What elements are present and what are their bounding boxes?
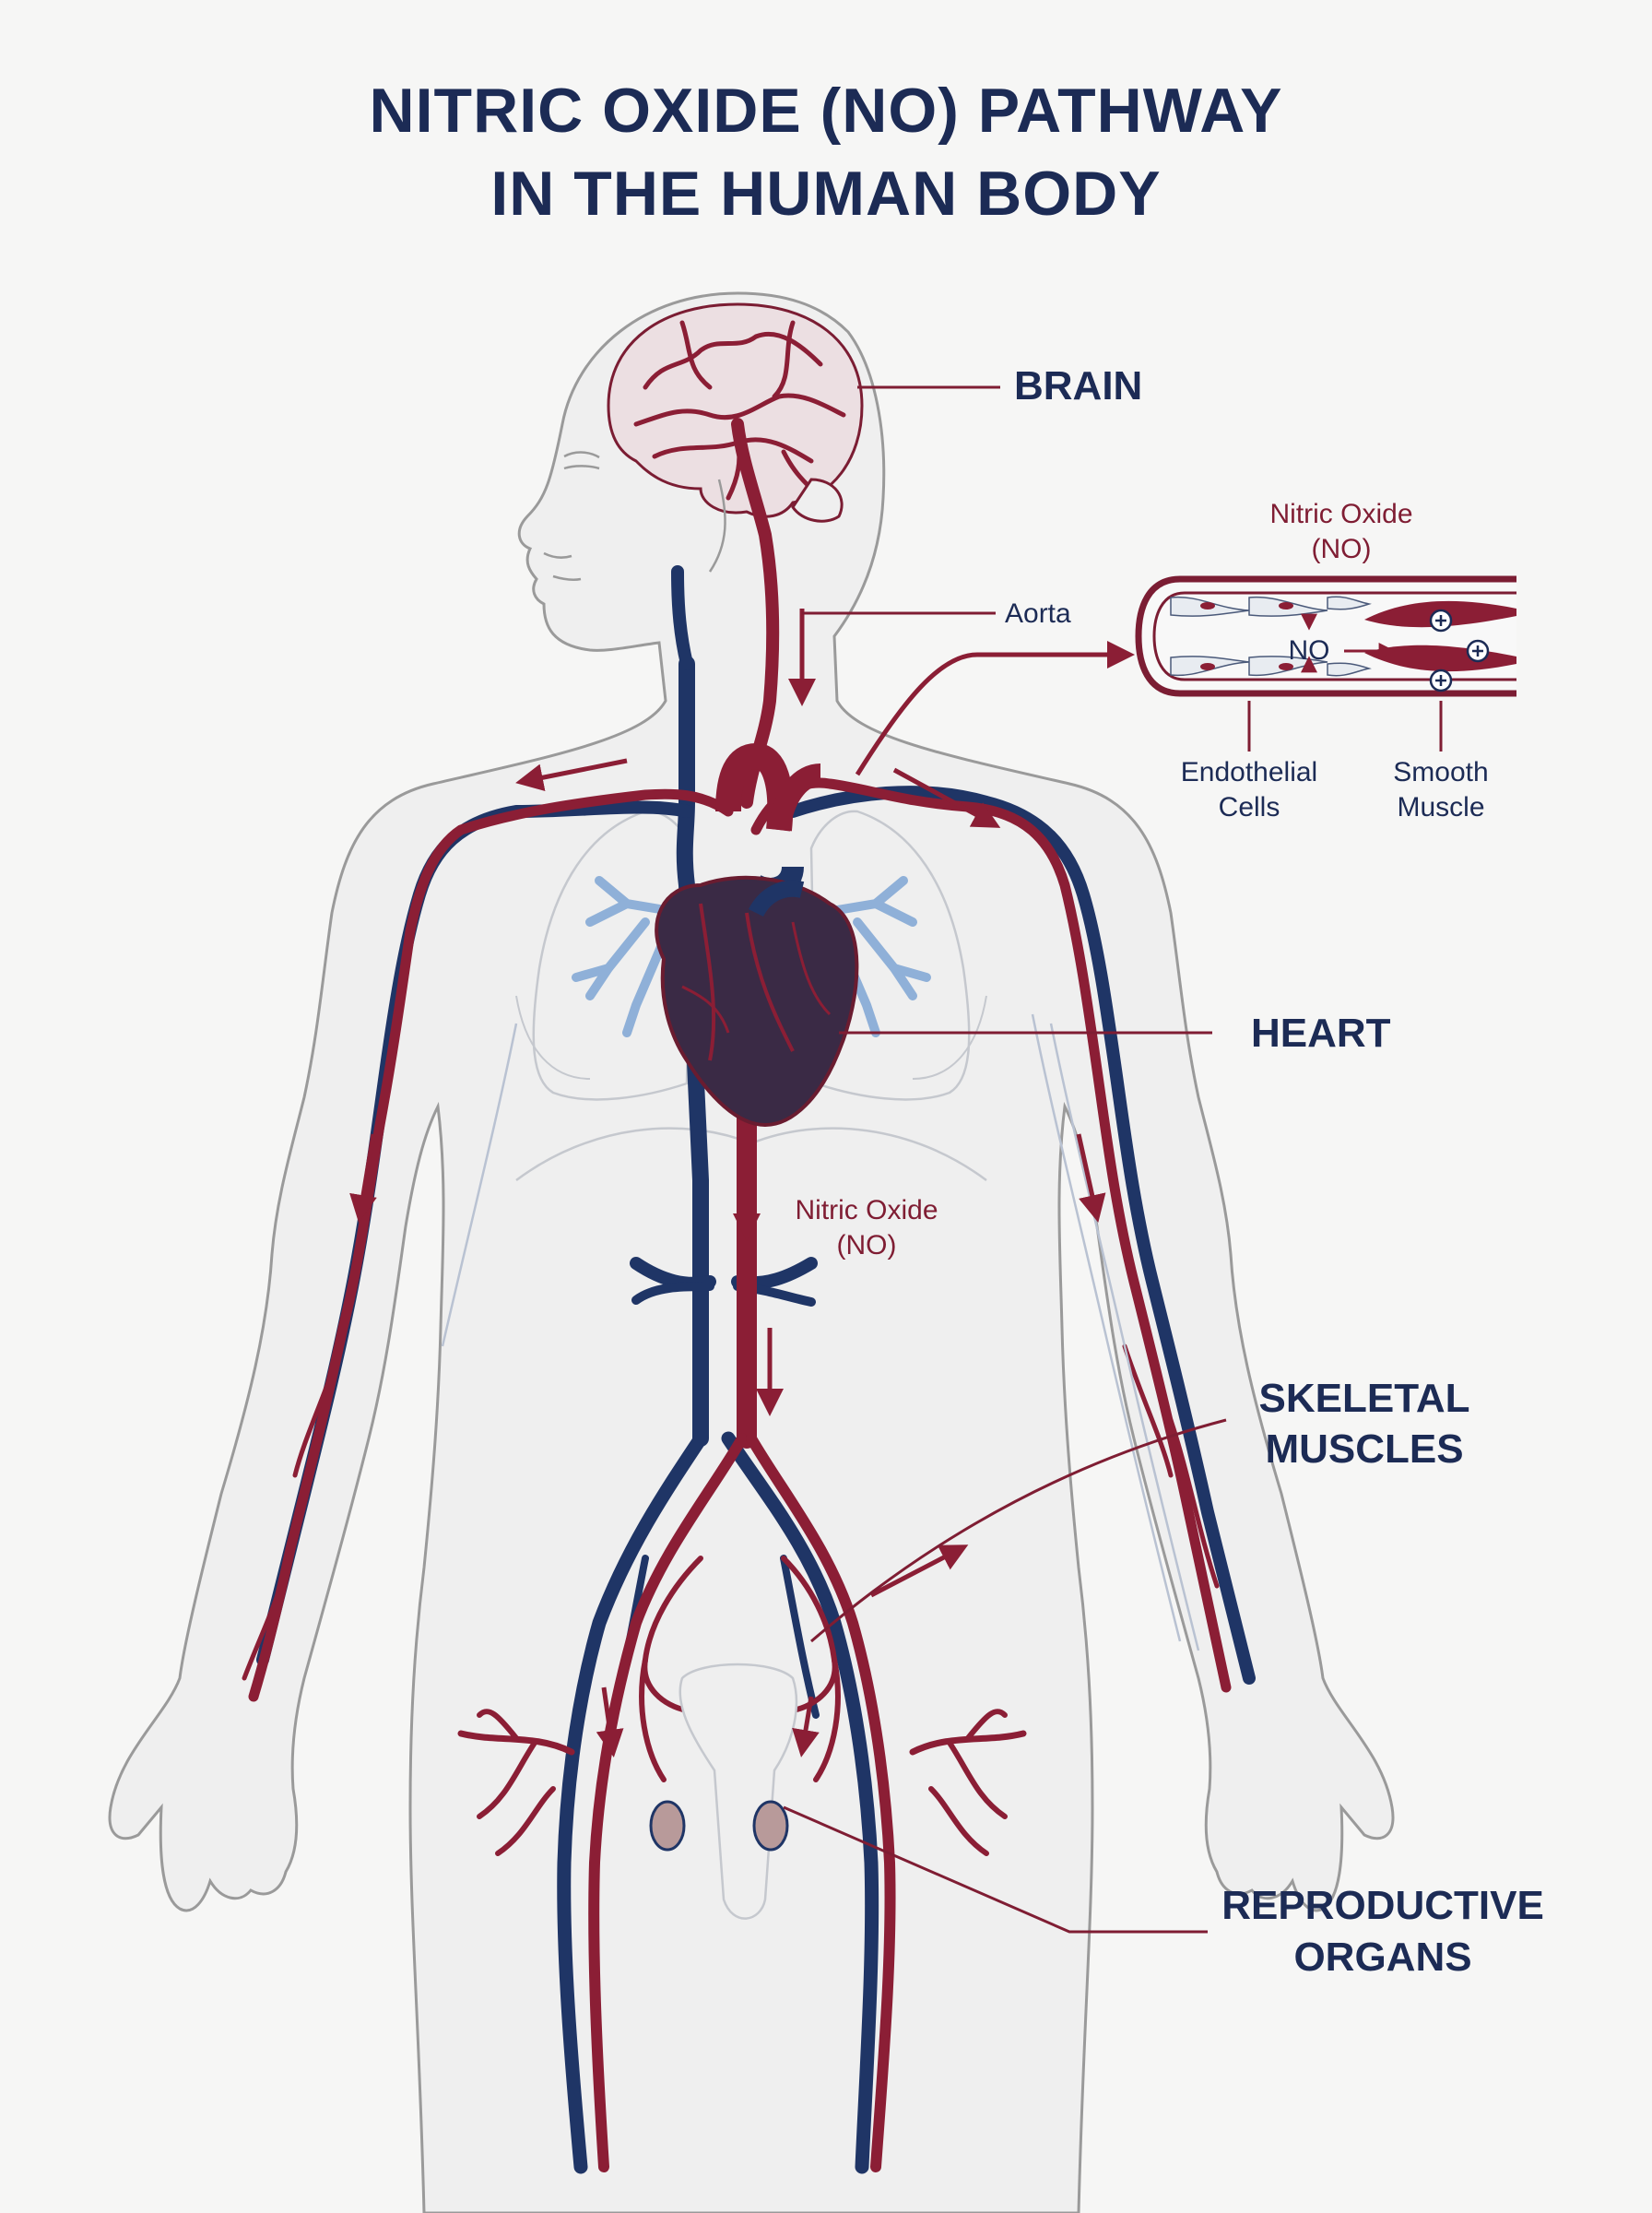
label-no-torso-line2: (NO) (836, 1230, 897, 1260)
leader-lines (783, 385, 1443, 1934)
arrow-left-leg (596, 1686, 624, 1757)
chest-contour-left (515, 995, 591, 1080)
arrow-right-arm (1076, 1133, 1106, 1223)
label-aorta: Aorta (1005, 598, 1071, 629)
inset-smooth-line1: Smooth (1393, 757, 1489, 787)
right-testis (752, 1800, 789, 1852)
label-skeletal-line2: MUSCLES (1265, 1426, 1464, 1472)
brain (607, 302, 864, 523)
endothelial-cells-top (1170, 596, 1372, 617)
inset-endothelial-line2: Cells (1218, 792, 1280, 822)
left-lung (809, 810, 971, 1101)
heart (655, 742, 859, 1128)
left-testis (649, 1800, 686, 1852)
chest-contour-right (912, 995, 987, 1080)
arrow-right-leg (792, 1696, 820, 1757)
reproductive-organ (649, 1663, 798, 1920)
forearm-vessels (441, 1013, 1200, 1651)
face-details (543, 451, 726, 582)
leader-repro (783, 1805, 1208, 1934)
label-heart: HEART (1251, 1011, 1391, 1056)
inset-no-center: NO (1288, 635, 1330, 666)
leader-skeletal (810, 1418, 1227, 1643)
label-no-torso-line1: Nitric Oxide (795, 1195, 938, 1225)
label-skeletal-line1: SKELETAL (1258, 1376, 1470, 1421)
inset-title-line1: Nitric Oxide (1269, 499, 1413, 529)
vessel-inset (1135, 575, 1516, 697)
label-repro-line2: ORGANS (1293, 1935, 1472, 1980)
bronchi (572, 876, 931, 1037)
plus-icons (1429, 609, 1490, 692)
arrow-left-shoulder (515, 758, 628, 792)
inset-endothelial-line1: Endothelial (1180, 757, 1318, 787)
label-brain: BRAIN (1014, 363, 1143, 408)
arteries (242, 418, 1232, 2172)
arrow-right-shoulder (892, 767, 1001, 828)
arrow-to-inset (855, 641, 1135, 776)
inset-smooth-line2: Muscle (1397, 792, 1485, 822)
label-repro-line1: REPRODUCTIVE (1221, 1883, 1544, 1928)
arrow-skeletal (869, 1544, 969, 1598)
inset-title-line2: (NO) (1311, 534, 1372, 564)
flow-arrows (349, 609, 1135, 1757)
page-title-line2: IN THE HUMAN BODY (490, 159, 1162, 229)
page-title-line1: NITRIC OXIDE (NO) PATHWAY (369, 76, 1283, 146)
arrow-left-arm (349, 1133, 377, 1223)
